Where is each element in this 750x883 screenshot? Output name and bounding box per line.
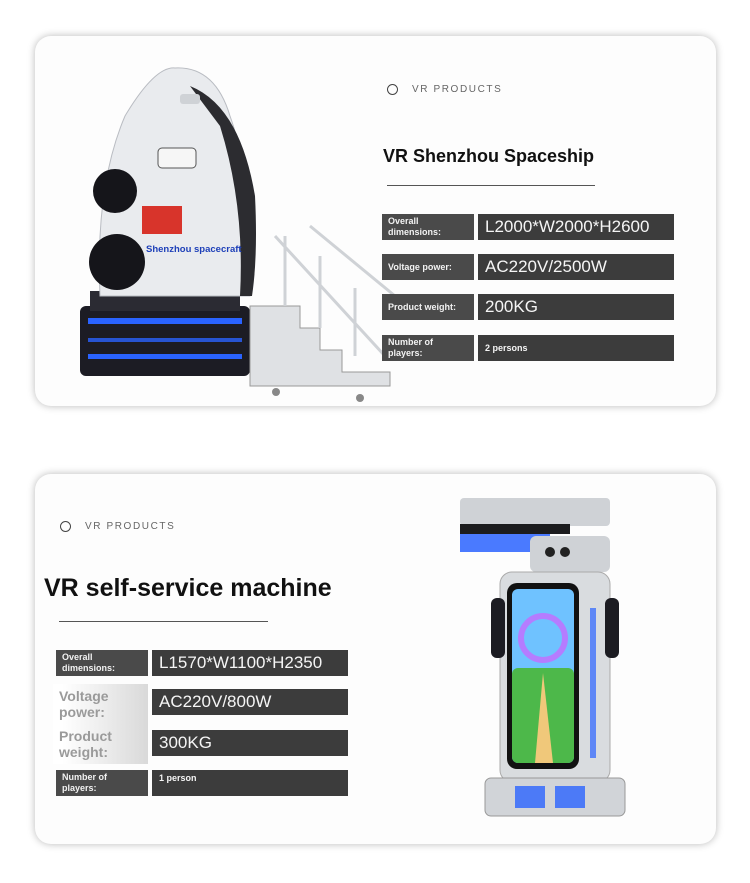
product-card-spaceship: Shenzhou spacecraft VR PRODUCTS VR Shenz… bbox=[35, 36, 716, 406]
product-card-self-service: VR PRODUCTS VR self-service machine Over… bbox=[35, 474, 716, 844]
divider bbox=[387, 185, 595, 186]
spec-row-voltage: Voltage power: AC220V/2500W bbox=[382, 254, 674, 280]
capsule-label: Shenzhou spacecraft bbox=[146, 244, 242, 255]
divider bbox=[59, 621, 268, 622]
spec-row-voltage: Voltage power: AC220V/800W bbox=[53, 684, 348, 724]
spec-row-weight: Product weight: 300KG bbox=[53, 724, 348, 764]
spaceship-image: Shenzhou spacecraft bbox=[80, 67, 396, 402]
product-title: VR self-service machine bbox=[44, 574, 332, 602]
spec-row-players: Number of players: 2 persons bbox=[382, 335, 674, 361]
spec-row-dimensions: Overall dimensions: L1570*W1100*H2350 bbox=[56, 650, 348, 676]
product-title: VR Shenzhou Spaceship bbox=[383, 146, 595, 166]
spec-row-weight: Product weight: 200KG bbox=[382, 294, 674, 320]
spec-row-players: Number of players: 1 person bbox=[56, 770, 348, 796]
kiosk-image bbox=[460, 498, 626, 817]
spec-row-dimensions: Overall dimensions: L2000*W2000*H2600 bbox=[382, 214, 674, 240]
section-tag: VR PRODUCTS bbox=[60, 521, 175, 532]
section-tag: VR PRODUCTS bbox=[387, 84, 502, 95]
circle-icon bbox=[387, 84, 398, 95]
circle-icon bbox=[60, 521, 71, 532]
